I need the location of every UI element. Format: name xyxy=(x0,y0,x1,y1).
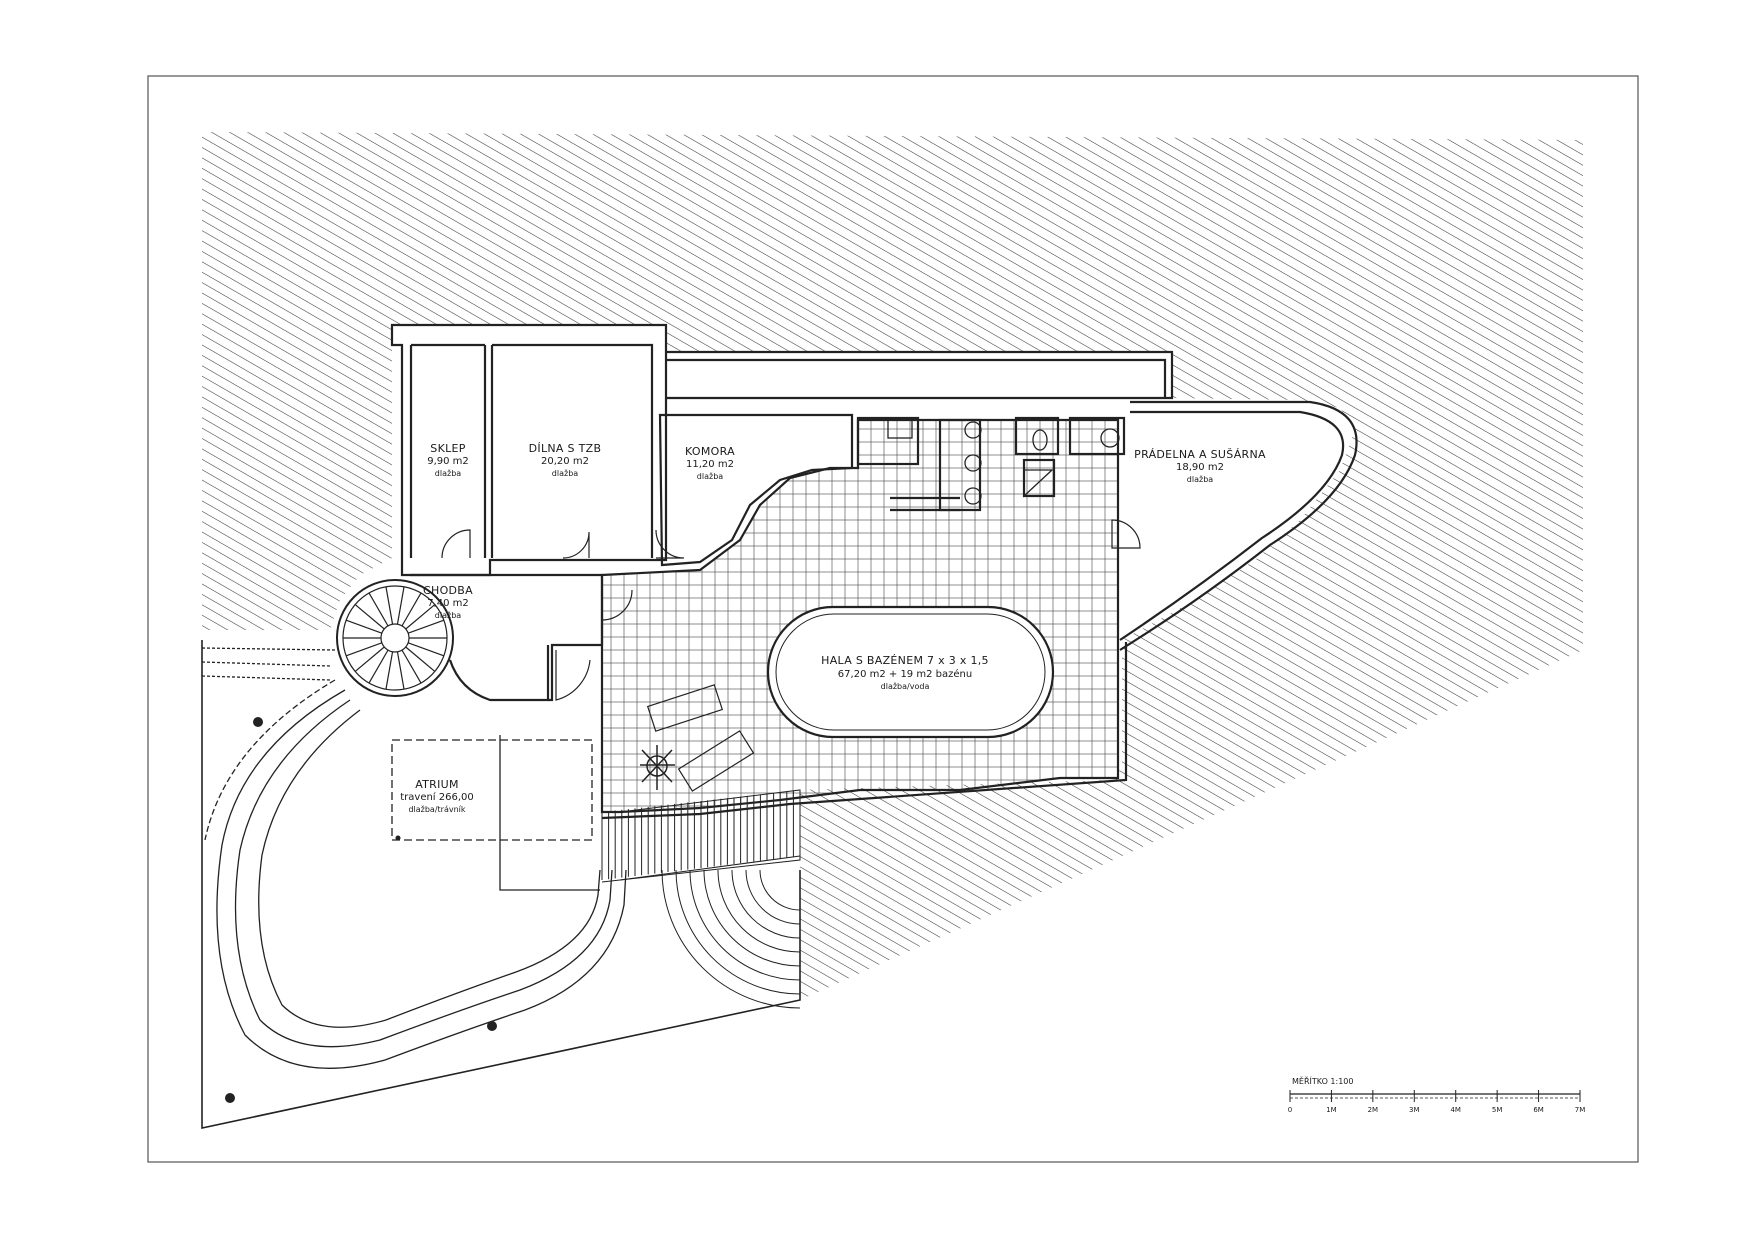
stair-tread xyxy=(405,646,436,672)
room-label-atrium: ATRIUM travení 266,00 dlažba/trávník xyxy=(400,778,474,814)
scale-tick-label: 3M xyxy=(1409,1106,1420,1114)
room-label-komora: KOMORA 11,20 m2 dlažba xyxy=(685,445,735,481)
svg-text:dlažba/voda: dlažba/voda xyxy=(881,682,930,691)
stair-tread xyxy=(407,642,445,657)
building-walls xyxy=(390,323,1358,820)
svg-text:dlažba: dlažba xyxy=(435,469,461,478)
stair-tread xyxy=(405,604,436,630)
svg-text:PRÁDELNA A SUŠÁRNA: PRÁDELNA A SUŠÁRNA xyxy=(1134,448,1266,461)
scale-tick-label: 7M xyxy=(1575,1106,1586,1114)
svg-text:20,20 m2: 20,20 m2 xyxy=(541,456,589,467)
svg-text:67,20 m2 + 19 m2 bazénu: 67,20 m2 + 19 m2 bazénu xyxy=(838,668,972,680)
stair-tread xyxy=(354,646,385,672)
garden-step-arc xyxy=(759,869,801,911)
scale-tick-label: 6M xyxy=(1533,1106,1544,1114)
sanitary-fixtures xyxy=(887,419,1120,505)
garden-step-arc xyxy=(717,869,801,953)
spiral-staircase xyxy=(336,579,454,697)
stair-tread xyxy=(401,592,422,627)
scale-tick-label: 4M xyxy=(1450,1106,1461,1114)
svg-text:travení 266,00: travení 266,00 xyxy=(400,791,474,803)
stair-tread xyxy=(396,651,405,690)
svg-text:dlažba: dlažba xyxy=(1187,475,1213,484)
scale-bar: MĚŘÍTKO 1:100 0 1M 2M 3M 4M 5M 6M 7M xyxy=(1288,1075,1585,1114)
hatched-ground xyxy=(202,132,1583,1000)
svg-text:HALA S BAZÉNEM 7 x 3 x 1,5: HALA S BAZÉNEM 7 x 3 x 1,5 xyxy=(821,654,989,667)
scale-tick-label: 2M xyxy=(1368,1106,1379,1114)
svg-text:9,90 m2: 9,90 m2 xyxy=(427,456,469,467)
stair-tread xyxy=(385,586,394,625)
svg-text:ATRIUM: ATRIUM xyxy=(415,778,459,791)
pool-loungers xyxy=(646,684,755,792)
svg-text:dlažba: dlažba xyxy=(697,472,723,481)
stair-tread xyxy=(368,592,389,627)
svg-text:dlažba: dlažba xyxy=(435,611,461,620)
atrium-garden xyxy=(201,640,801,1129)
svg-text:CHODBA: CHODBA xyxy=(423,584,473,597)
room-label-dilna: DÍLNA S TZB 20,20 m2 dlažba xyxy=(529,442,602,478)
room-label-hala: HALA S BAZÉNEM 7 x 3 x 1,5 67,20 m2 + 19… xyxy=(821,654,989,691)
doors xyxy=(441,519,1141,701)
svg-text:dlažba: dlažba xyxy=(552,469,578,478)
garden-step-arc xyxy=(675,869,801,995)
svg-text:7,40 m2: 7,40 m2 xyxy=(427,598,469,609)
room-label-chodba: CHODBA 7,40 m2 dlažba xyxy=(423,584,473,620)
svg-text:11,20 m2: 11,20 m2 xyxy=(686,459,734,470)
drawing-frame xyxy=(147,75,1639,1163)
svg-text:SKLEP: SKLEP xyxy=(430,442,465,455)
stair-tread xyxy=(345,642,383,657)
garden-step-arc xyxy=(745,869,801,925)
garden-step-arc xyxy=(661,869,801,1009)
stair-tread xyxy=(407,619,445,634)
pool-inner-edge xyxy=(775,613,1046,731)
stair-tread xyxy=(368,649,389,684)
stair-tread xyxy=(345,619,383,634)
scale-tick-label: 0 xyxy=(1288,1106,1292,1114)
svg-text:18,90 m2: 18,90 m2 xyxy=(1176,462,1224,473)
pool xyxy=(766,605,1055,739)
svg-text:dlažba/trávník: dlažba/trávník xyxy=(408,805,465,814)
svg-text:DÍLNA S TZB: DÍLNA S TZB xyxy=(529,442,602,455)
garden-step-arc xyxy=(689,869,801,981)
scale-bar-title: MĚŘÍTKO 1:100 xyxy=(1292,1075,1353,1086)
scale-tick-label: 5M xyxy=(1492,1106,1503,1114)
scale-tick-label: 1M xyxy=(1326,1106,1337,1114)
room-label-pradelna: PRÁDELNA A SUŠÁRNA 18,90 m2 dlažba xyxy=(1134,448,1266,484)
stair-tread xyxy=(354,604,385,630)
stair-tread xyxy=(401,649,422,684)
terrace-steps xyxy=(601,789,801,1009)
room-label-sklep: SKLEP 9,90 m2 dlažba xyxy=(427,442,469,478)
potted-plant-icon xyxy=(640,745,675,790)
stair-tread xyxy=(396,586,405,625)
stair-tread xyxy=(385,651,394,690)
garden-step-arc xyxy=(731,869,801,939)
tree-markers xyxy=(225,717,497,1103)
garden-step-arc xyxy=(703,869,801,967)
svg-text:KOMORA: KOMORA xyxy=(685,445,735,458)
